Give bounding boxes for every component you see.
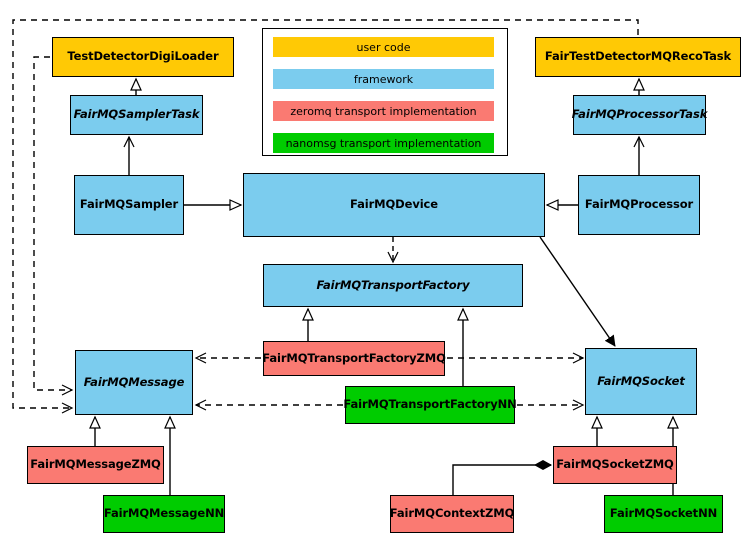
class-label: FairMQContextZMQ xyxy=(389,506,515,521)
legend-label-zeromq: zeromq transport implementation xyxy=(290,104,477,118)
class-node-fairmqsocketzmq[interactable]: FairMQSocketZMQ xyxy=(553,446,677,484)
class-label: FairMQSampler xyxy=(79,197,179,212)
class-label: FairMQMessage xyxy=(83,374,185,389)
class-node-fairmqsampler[interactable]: FairMQSampler xyxy=(74,175,184,235)
class-node-fairmqdevice[interactable]: FairMQDevice xyxy=(243,173,545,237)
edge-recotask-to-message xyxy=(12,19,639,414)
class-node-fairmqtransportfactorynn[interactable]: FairMQTransportFactoryNN xyxy=(343,386,517,424)
class-label: FairMQTransportFactoryNN xyxy=(343,397,517,412)
class-node-fairmqtransportfactoryzmq[interactable]: FairMQTransportFactoryZMQ xyxy=(262,341,446,376)
class-node-fairmqsocketnn[interactable]: FairMQSocketNN xyxy=(604,495,723,533)
class-label: FairMQSocketZMQ xyxy=(556,457,674,472)
class-label: FairMQSocketNN xyxy=(609,506,718,521)
class-node-fairmqsocket[interactable]: FairMQSocket xyxy=(585,348,697,415)
class-label: FairMQTransportFactory xyxy=(316,277,470,292)
class-label: TestDetectorDigiLoader xyxy=(67,49,219,64)
class-label: FairMQTransportFactoryZMQ xyxy=(262,350,446,365)
edge-digiloader-to-message xyxy=(33,56,74,396)
legend-item-zeromq: zeromq transport implementation xyxy=(273,101,494,121)
class-node-fairmqtransportfactory[interactable]: FairMQTransportFactory xyxy=(263,264,523,307)
class-node-fairmqsamplertask[interactable]: FairMQSamplerTask xyxy=(70,95,203,135)
class-node-testdetectordigiloader[interactable]: TestDetectorDigiLoader xyxy=(52,37,234,77)
class-node-fairmqmessagenn[interactable]: FairMQMessageNN xyxy=(103,495,225,533)
class-node-fairmqprocessor[interactable]: FairMQProcessor xyxy=(578,175,700,235)
legend-label-user-code: user code xyxy=(356,40,411,54)
class-label: FairMQSocket xyxy=(597,373,685,388)
edge-device-to-socket xyxy=(539,236,616,346)
class-node-fairmqcontextzmq[interactable]: FairMQContextZMQ xyxy=(390,495,514,533)
class-node-fairtestdetectormqrecotask[interactable]: FairTestDetectorMQRecoTask xyxy=(535,37,741,77)
class-label: FairTestDetectorMQRecoTask xyxy=(544,49,732,64)
legend-panel: user code framework zeromq transport imp… xyxy=(262,28,508,156)
legend-item-nanomsg: nanomsg transport implementation xyxy=(273,133,494,153)
class-node-fairmqmessage[interactable]: FairMQMessage xyxy=(75,350,193,415)
class-label: FairMQProcessor xyxy=(584,197,694,212)
class-label: FairMQMessageNN xyxy=(103,506,225,521)
legend-item-framework: framework xyxy=(273,69,494,89)
edge-contextzmq-to-socketzmq xyxy=(452,465,551,495)
class-label: FairMQDevice xyxy=(350,197,438,212)
legend-item-user-code: user code xyxy=(273,37,494,57)
class-label: FairMQProcessorTask xyxy=(571,107,708,122)
class-node-fairmqmessagezmq[interactable]: FairMQMessageZMQ xyxy=(27,446,164,484)
class-label: FairMQMessageZMQ xyxy=(30,457,161,472)
legend-label-framework: framework xyxy=(353,72,414,86)
class-node-fairmqprocessortask[interactable]: FairMQProcessorTask xyxy=(571,95,708,135)
legend-label-nanomsg: nanomsg transport implementation xyxy=(285,136,482,150)
class-label: FairMQSamplerTask xyxy=(73,107,200,122)
